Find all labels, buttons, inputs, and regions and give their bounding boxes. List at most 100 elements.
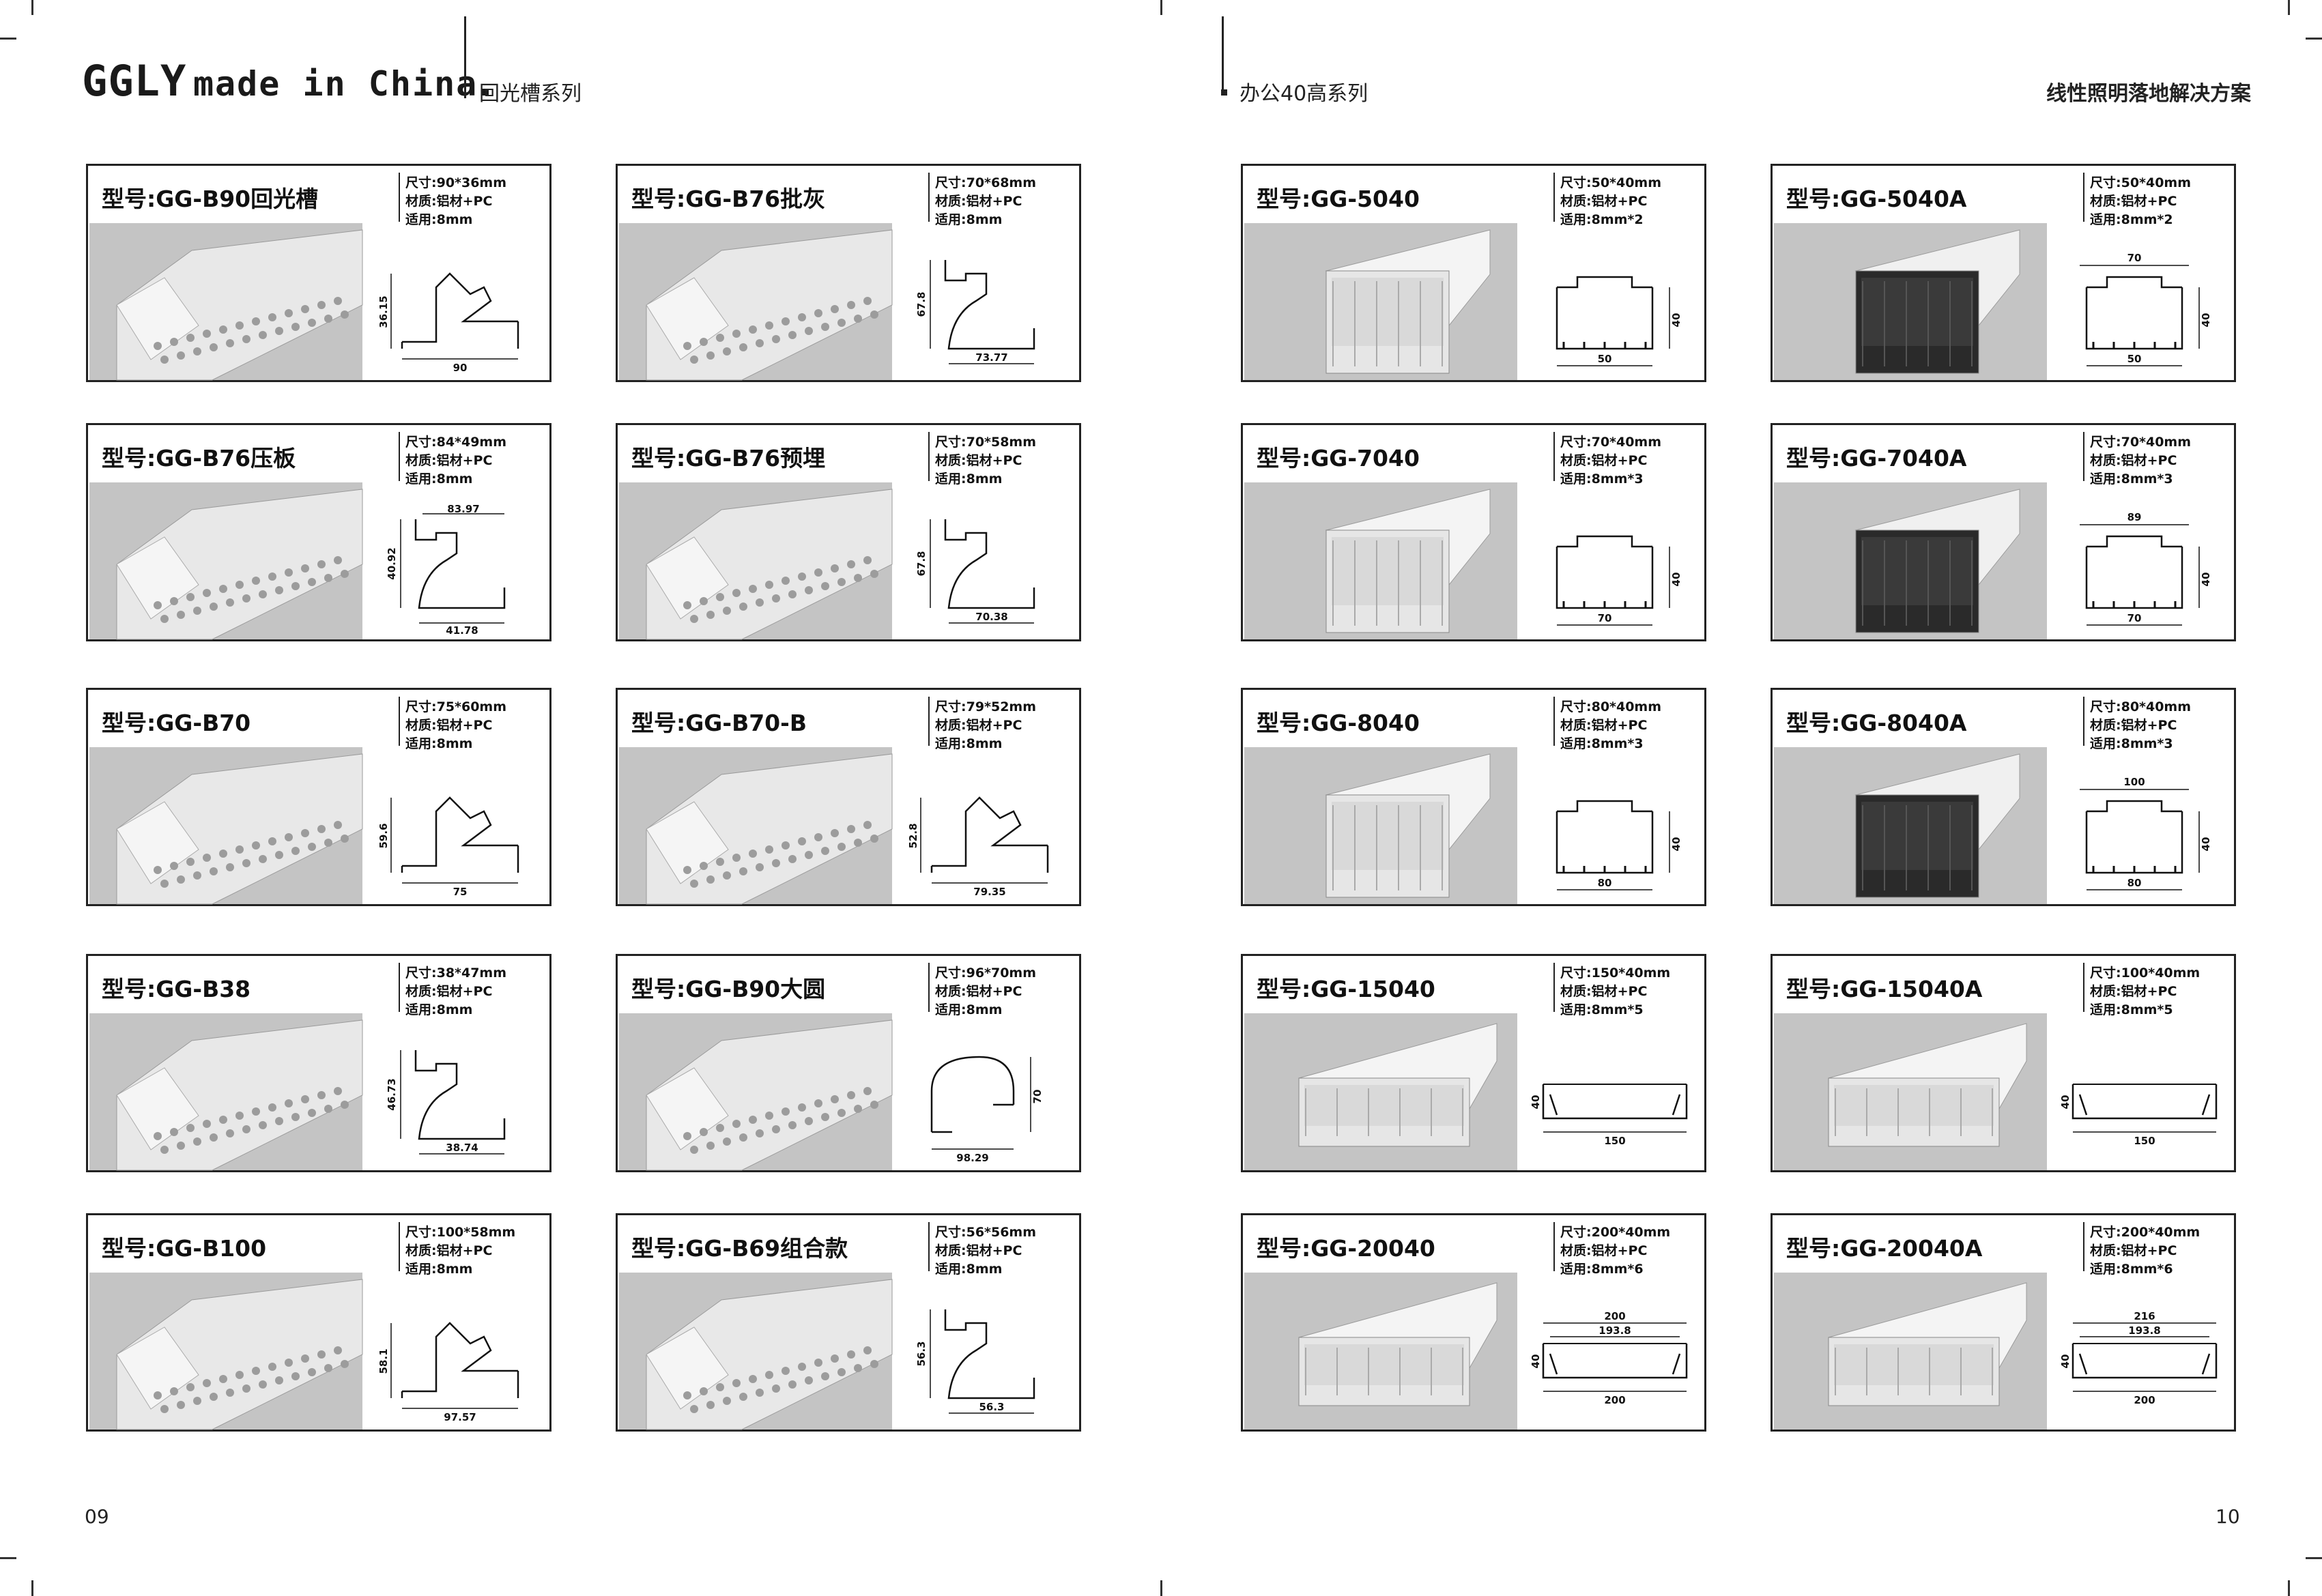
product-model: 型号:GG-20040: [1257, 1235, 1435, 1262]
dimension-label: 59.6: [377, 823, 390, 848]
product-specs: 尺寸:80*40mm 材质:铝材+PC 适用:8mm*3: [2090, 698, 2191, 753]
spec-size: 尺寸:56*56mm: [935, 1225, 1037, 1240]
dimension-label: 70: [2127, 252, 2142, 264]
dimension-label: 200: [1604, 1394, 1625, 1406]
dimension-label: 40: [1670, 313, 1682, 328]
dimension-label: 75: [453, 886, 468, 898]
spec-material: 材质:铝材+PC: [1560, 194, 1648, 209]
product-photo: [89, 223, 363, 381]
product-photo: [1244, 1013, 1517, 1170]
dimension-label: 40: [1530, 1354, 1542, 1369]
product-model: 型号:GG-5040A: [1786, 186, 1967, 212]
spec-material: 材质:铝材+PC: [2090, 1243, 2177, 1258]
product-photo: [1244, 747, 1517, 904]
spec-applies: 适用:8mm*6: [1560, 1262, 1644, 1277]
spec-material: 材质:铝材+PC: [935, 718, 1022, 733]
product-photo: [89, 482, 363, 640]
dimension-label: 40: [1670, 572, 1682, 587]
spec-applies: 适用:8mm*3: [2090, 471, 2173, 487]
product-card: 型号:GG-5040 尺寸:50*40mm 材质:铝材+PC 适用:8mm*2 50 40: [1241, 164, 1706, 382]
dimension-label: 150: [1604, 1135, 1625, 1147]
cross-section-diagram: 150 40: [2059, 1084, 2218, 1147]
spec-applies: 适用:8mm: [405, 1002, 473, 1017]
dimension-label: 36.15: [377, 295, 390, 328]
spec-divider: [928, 1222, 930, 1271]
product-model: 型号:GG-7040A: [1786, 445, 1967, 471]
dimension-label: 89: [2127, 511, 2142, 523]
product-photo-shape: [116, 229, 363, 381]
product-model: 型号:GG-B90回光槽: [102, 186, 319, 212]
dimension-label: 40: [1530, 1095, 1542, 1109]
product-model: 型号:GG-B76预埋: [631, 445, 826, 471]
dimension-label: 50: [1598, 353, 1612, 365]
product-photo-shape: [1854, 753, 2020, 898]
spec-applies: 适用:8mm*3: [2090, 736, 2173, 751]
dimension-label: 98.29: [956, 1152, 988, 1164]
spec-size: 尺寸:80*40mm: [2090, 699, 2192, 714]
crop-mark: [31, 1580, 33, 1596]
dimension-label: 150: [2134, 1135, 2155, 1147]
spec-applies: 适用:8mm: [935, 471, 1003, 487]
spec-applies: 适用:8mm*3: [1560, 736, 1644, 751]
product-photo-shape: [116, 1279, 363, 1430]
header-divider: [1222, 16, 1224, 91]
product-photo: [1774, 223, 2047, 380]
spec-divider: [1553, 173, 1555, 222]
series-bullet-icon: [1221, 89, 1227, 96]
spec-divider: [928, 697, 930, 746]
brand-logo: GGLY made in China: [82, 60, 489, 102]
spec-applies: 适用:8mm: [405, 736, 473, 751]
brand-name: GGLY: [82, 56, 187, 106]
spec-material: 材质:铝材+PC: [405, 984, 493, 999]
dimension-label: 70: [1031, 1090, 1044, 1104]
cross-section-diagram: 56.356.3: [915, 1309, 1035, 1414]
dimension-label: 40: [2059, 1095, 2072, 1109]
spec-size: 尺寸:70*68mm: [935, 175, 1037, 190]
dimension-label: 40: [1670, 837, 1682, 852]
dimension-label: 70.38: [975, 611, 1007, 623]
spec-material: 材质:铝材+PC: [935, 194, 1022, 209]
product-photo-shape: [116, 1019, 363, 1171]
spec-material: 材质:铝材+PC: [405, 1243, 493, 1258]
product-model: 型号:GG-B69组合款: [631, 1235, 848, 1262]
product-photo: [89, 1013, 363, 1171]
product-photo: [619, 747, 893, 905]
dimension-label: 38.74: [446, 1142, 478, 1154]
cross-section-diagram: 150 40: [1530, 1084, 1688, 1147]
product-model: 型号:GG-5040: [1257, 186, 1420, 212]
dimension-label: 40: [2200, 837, 2212, 852]
spec-applies: 适用:8mm*2: [1560, 212, 1644, 227]
spec-material: 材质:铝材+PC: [2090, 194, 2177, 209]
crop-mark: [0, 1557, 16, 1559]
product-photo-shape: [646, 753, 893, 905]
product-model: 型号:GG-15040: [1257, 976, 1435, 1002]
spec-size: 尺寸:50*40mm: [1560, 175, 1662, 190]
spec-size: 尺寸:100*40mm: [2090, 966, 2201, 981]
brand-suffix: made in China: [192, 64, 478, 104]
spec-material: 材质:铝材+PC: [2090, 718, 2177, 733]
dimension-label: 193.8: [2128, 1324, 2160, 1337]
spec-divider: [2083, 432, 2084, 481]
